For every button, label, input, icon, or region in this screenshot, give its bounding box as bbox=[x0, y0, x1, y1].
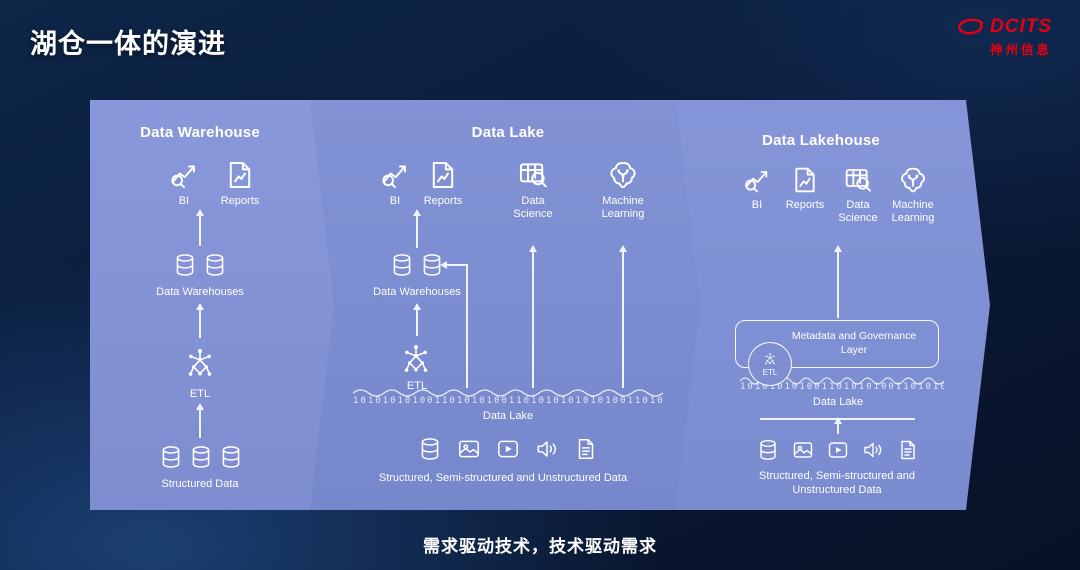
evolution-diagram: Data Warehouse BI Reports Data Warehouse… bbox=[90, 100, 990, 510]
consumer-label: BI bbox=[751, 199, 763, 211]
database-icon bbox=[202, 252, 228, 278]
arrow-up-icon bbox=[199, 410, 201, 438]
arrow-up-icon bbox=[416, 216, 418, 248]
source-data-icons bbox=[756, 438, 920, 462]
data-warehouses-icons bbox=[389, 252, 445, 278]
logo-brand-text: DCITS bbox=[990, 16, 1052, 37]
database-icon bbox=[756, 438, 780, 462]
consumer-data-science: Data Science bbox=[826, 164, 890, 225]
binary-stream: 1010101010011010101001101010101010100110… bbox=[353, 396, 663, 406]
etl-badge: ETL bbox=[748, 342, 792, 386]
connector-line bbox=[466, 264, 468, 388]
bi-chart-icon bbox=[167, 158, 201, 192]
arrow-up-icon bbox=[199, 216, 201, 246]
arrow-up-icon bbox=[416, 310, 418, 336]
image-icon bbox=[456, 436, 482, 462]
audio-icon bbox=[861, 438, 885, 462]
bi-chart-icon bbox=[741, 164, 773, 196]
metadata-governance-layer: Metadata and Governance Layer bbox=[735, 320, 939, 368]
panel-data-lake: Data Lake BI Reports Data Science Machin… bbox=[310, 100, 700, 510]
consumer-reports: Reports bbox=[778, 164, 832, 212]
structured-data-icons bbox=[158, 444, 244, 470]
machine-learning-icon bbox=[897, 164, 929, 196]
database-icon bbox=[172, 252, 198, 278]
structured-data-label: Structured Data bbox=[161, 478, 239, 490]
data-science-icon bbox=[842, 164, 874, 196]
arrow-up-icon bbox=[837, 424, 839, 434]
database-icon bbox=[218, 444, 244, 470]
source-data-label: Structured, Semi-structured and Unstruct… bbox=[759, 470, 915, 496]
machine-learning-icon bbox=[606, 158, 640, 192]
consumer-label: Machine Learning bbox=[601, 195, 645, 221]
binary-stream: 10101010100110101010011010101010 bbox=[740, 382, 941, 392]
report-icon bbox=[223, 158, 257, 192]
panel-data-warehouse: Data Warehouse BI Reports Data Warehouse… bbox=[90, 100, 334, 510]
lake-wave-icon bbox=[353, 386, 663, 398]
data-science-icon bbox=[516, 158, 550, 192]
panel-title: Data Warehouse bbox=[140, 124, 260, 141]
document-icon bbox=[896, 438, 920, 462]
consumer-label: Data Science bbox=[513, 195, 553, 221]
consumer-label: Reports bbox=[785, 199, 825, 211]
slide-caption: 需求驱动技术，技术驱动需求 bbox=[423, 537, 657, 556]
data-warehouses-icons bbox=[172, 252, 228, 278]
consumer-label: BI bbox=[178, 195, 190, 207]
report-icon bbox=[426, 158, 460, 192]
etl-icon bbox=[181, 344, 219, 382]
source-data-label: Structured, Semi-structured and Unstruct… bbox=[378, 472, 628, 484]
bi-chart-icon bbox=[378, 158, 412, 192]
video-icon bbox=[495, 436, 521, 462]
etl-label: ETL bbox=[406, 380, 428, 392]
arrow-up-icon bbox=[532, 252, 534, 388]
logo-swoosh-icon bbox=[958, 18, 984, 35]
database-icon bbox=[158, 444, 184, 470]
audio-icon bbox=[534, 436, 560, 462]
document-icon bbox=[573, 436, 599, 462]
consumer-bi: BI bbox=[156, 158, 212, 208]
database-icon bbox=[417, 436, 443, 462]
consumer-label: Reports bbox=[423, 195, 463, 207]
arrow-up-icon bbox=[837, 252, 839, 318]
consumer-bi: BI bbox=[369, 158, 421, 208]
report-icon bbox=[789, 164, 821, 196]
consumer-label: Data Science bbox=[838, 199, 878, 225]
etl-label: ETL bbox=[189, 388, 211, 400]
consumer-reports: Reports bbox=[212, 158, 268, 208]
consumer-data-science: Data Science bbox=[496, 158, 570, 221]
consumer-machine-learning: Machine Learning bbox=[584, 158, 662, 221]
image-icon bbox=[791, 438, 815, 462]
consumer-bi: BI bbox=[733, 164, 781, 212]
page-title: 湖仓一体的演进 bbox=[30, 29, 226, 59]
consumer-machine-learning: Machine Learning bbox=[880, 164, 946, 225]
consumer-label: BI bbox=[389, 195, 401, 207]
data-lake-label: Data Lake bbox=[812, 396, 864, 408]
database-icon bbox=[389, 252, 415, 278]
company-logo: DCITS 神州信息 bbox=[955, 16, 1052, 58]
panel-title: Data Lake bbox=[471, 124, 545, 141]
video-icon bbox=[826, 438, 850, 462]
consumer-label: Reports bbox=[220, 195, 260, 207]
arrow-up-icon bbox=[622, 252, 624, 388]
consumer-reports: Reports bbox=[415, 158, 471, 208]
etl-icon bbox=[397, 340, 435, 378]
database-icon bbox=[188, 444, 214, 470]
panel-title: Data Lakehouse bbox=[762, 132, 880, 149]
etl-icon bbox=[762, 351, 778, 367]
connector-line bbox=[447, 264, 468, 266]
data-warehouses-label: Data Warehouses bbox=[156, 286, 244, 298]
panel-data-lakehouse: Data Lakehouse BI Reports Data Science M… bbox=[676, 100, 990, 510]
arrow-up-icon bbox=[199, 310, 201, 338]
etl-label: ETL bbox=[762, 368, 778, 377]
data-warehouses-label: Data Warehouses bbox=[373, 286, 461, 298]
arrow-left-icon bbox=[440, 261, 447, 269]
data-lake-label: Data Lake bbox=[482, 410, 534, 422]
consumer-label: Machine Learning bbox=[891, 199, 935, 225]
governance-label: Metadata and Governance Layer bbox=[791, 330, 917, 356]
logo-company-text: 神州信息 bbox=[989, 43, 1052, 57]
source-data-icons bbox=[417, 436, 599, 462]
